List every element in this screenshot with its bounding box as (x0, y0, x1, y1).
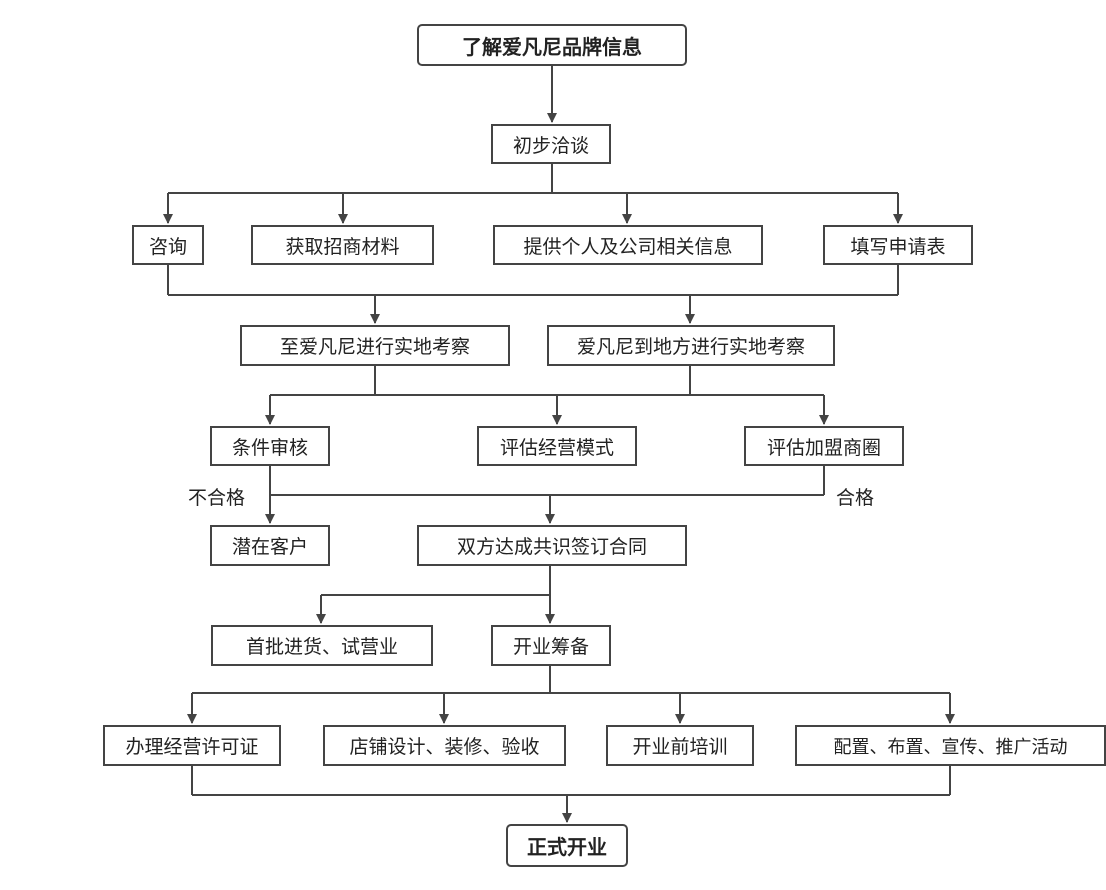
node-assess-area: 评估加盟商圈 (744, 426, 904, 466)
label-pass: 合格 (836, 487, 875, 509)
node-first-stock: 首批进货、试营业 (211, 625, 433, 666)
node-setup-promotion: 配置、布置、宣传、推广活动 (795, 725, 1106, 766)
node-initial-talk: 初步洽谈 (491, 124, 611, 164)
node-grand-opening: 正式开业 (506, 824, 628, 867)
node-sign-contract: 双方达成共识签订合同 (417, 525, 687, 566)
node-start: 了解爱凡尼品牌信息 (417, 24, 687, 66)
node-pre-opening-training: 开业前培训 (606, 725, 754, 766)
node-provide-info: 提供个人及公司相关信息 (493, 225, 763, 265)
node-application-form: 填写申请表 (823, 225, 973, 265)
node-get-materials: 获取招商材料 (251, 225, 434, 265)
node-condition-review: 条件审核 (210, 426, 330, 466)
node-visit-hq: 至爱凡尼进行实地考察 (240, 325, 510, 366)
node-store-design: 店铺设计、装修、验收 (323, 725, 566, 766)
label-fail: 不合格 (188, 487, 246, 509)
node-consult: 咨询 (132, 225, 204, 265)
node-visit-local: 爱凡尼到地方进行实地考察 (547, 325, 835, 366)
node-business-license: 办理经营许可证 (103, 725, 281, 766)
node-opening-prep: 开业筹备 (491, 625, 611, 666)
node-assess-mode: 评估经营模式 (477, 426, 637, 466)
node-potential-customer: 潜在客户 (210, 525, 330, 566)
